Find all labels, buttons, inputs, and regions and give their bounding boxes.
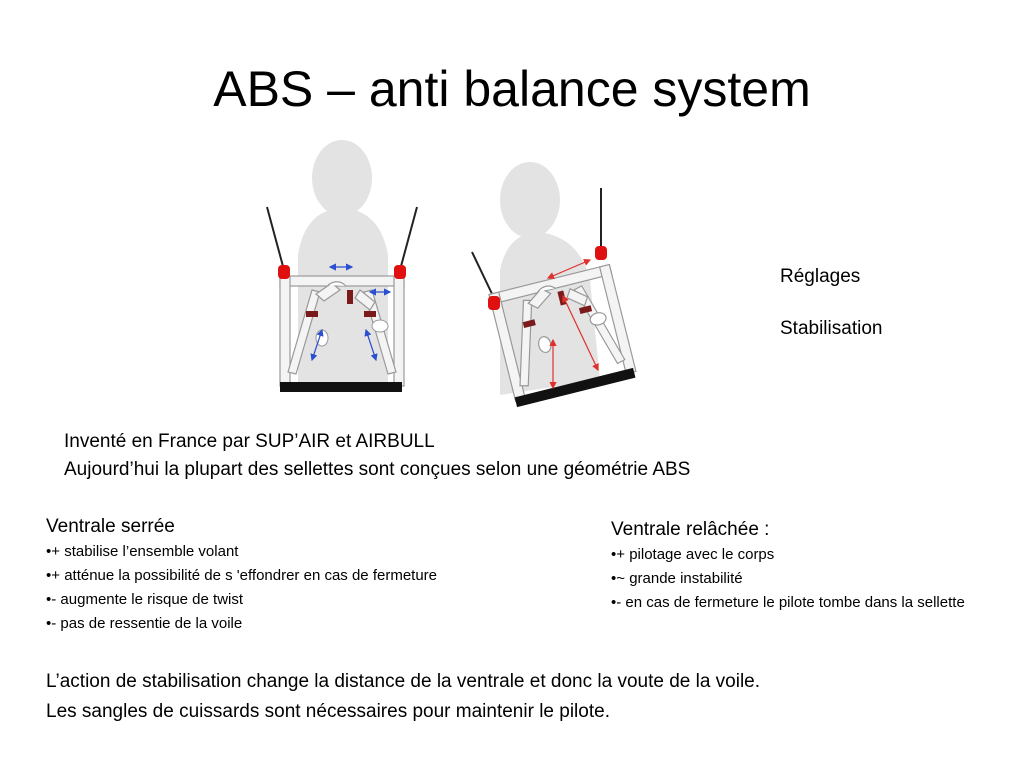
list-item: - en cas de fermeture le pilote tombe da… xyxy=(611,591,991,615)
list-item: + atténue la possibilité de s 'effondrer… xyxy=(46,564,566,588)
legend-stabilisation-label: Stabilisation xyxy=(780,318,883,339)
intro-line: Inventé en France par SUP’AIR et AIRBULL xyxy=(64,431,435,452)
list-item: - pas de ressentie de la voile xyxy=(46,612,566,636)
conclusion-line: L’action de stabilisation change la dist… xyxy=(46,671,761,692)
conclusion-text: L’action de stabilisation change la dist… xyxy=(46,667,760,727)
ventrale-relachee-section: Ventrale relâchée : + pilotage avec le c… xyxy=(611,517,991,615)
pilot-head xyxy=(312,140,372,216)
slide-title: ABS – anti balance system xyxy=(213,61,811,117)
section-heading: Ventrale serrée xyxy=(46,516,175,537)
list-item: - augmente le risque de twist xyxy=(46,588,566,612)
list-item: + stabilise l’ensemble volant xyxy=(46,540,566,564)
conclusion-line: Les sangles de cuissards sont nécessaire… xyxy=(46,701,610,722)
harness-diagram xyxy=(266,140,637,408)
list-item: + pilotage avec le corps xyxy=(611,543,991,567)
harness-straight xyxy=(266,140,418,392)
legend-reglages-label: Réglages xyxy=(780,266,861,287)
ventrale-serree-section: Ventrale serrée + stabilise l’ensemble v… xyxy=(46,514,566,636)
intro-text: Inventé en France par SUP’AIR et AIRBULL… xyxy=(64,428,690,484)
list-item: ~ grande instabilité xyxy=(611,567,991,591)
harness-tilted xyxy=(471,162,637,408)
pilot-head xyxy=(500,162,560,238)
intro-line: Aujourd’hui la plupart des sellettes son… xyxy=(64,459,691,480)
section-heading: Ventrale relâchée : xyxy=(611,519,770,540)
